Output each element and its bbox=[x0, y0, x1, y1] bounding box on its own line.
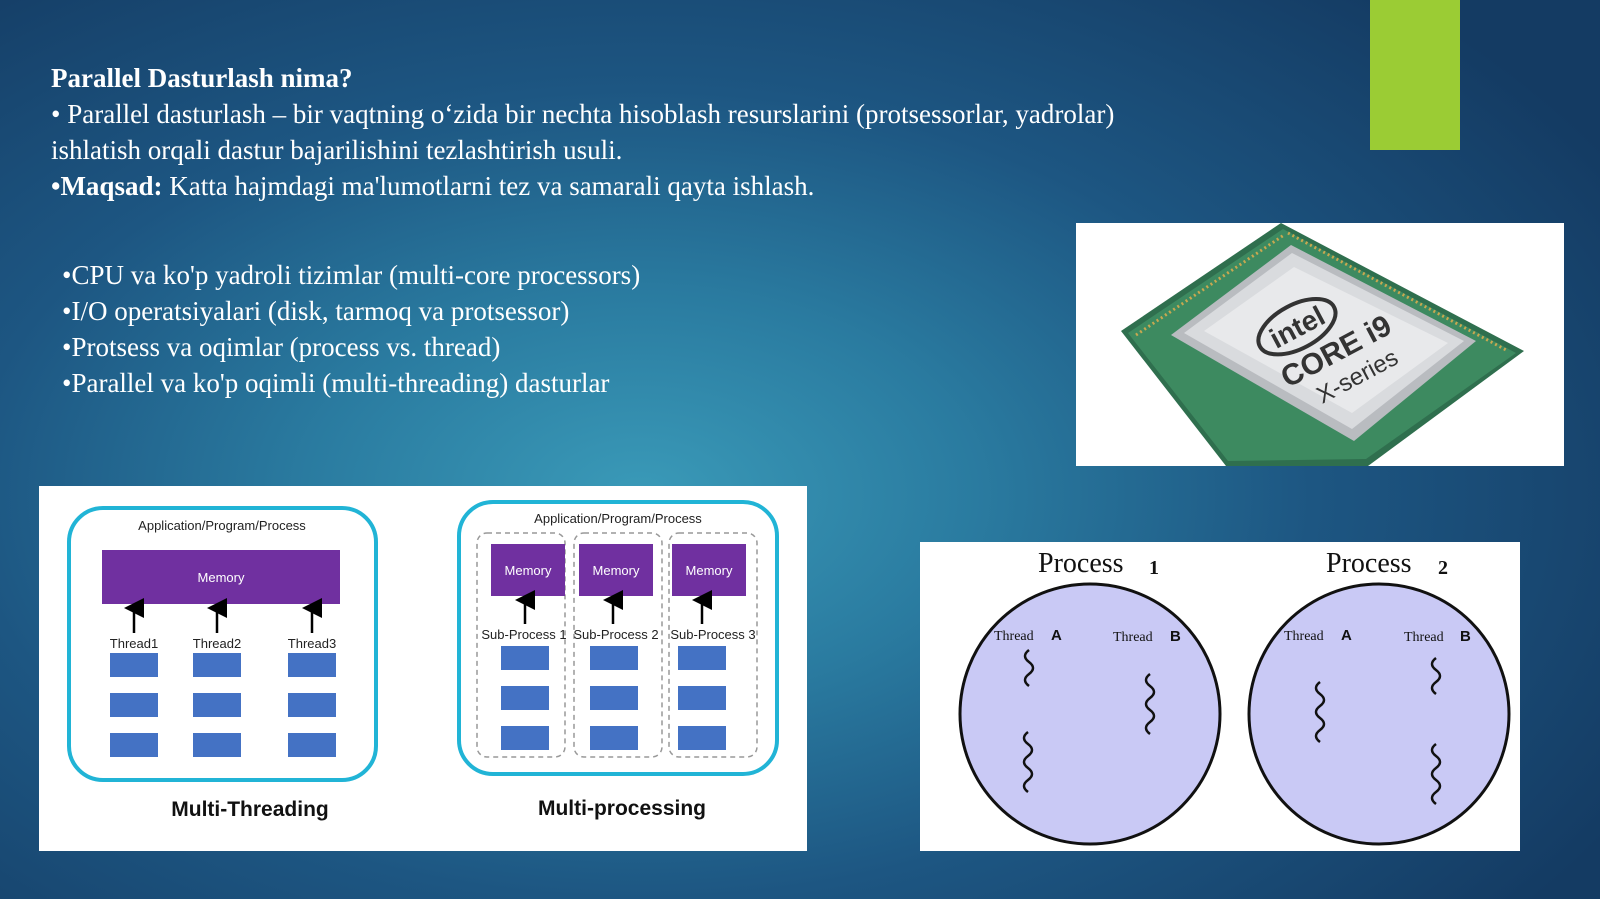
subprocess-column: Memory Sub-Process 2 bbox=[573, 532, 663, 758]
thread-name: Thread bbox=[1113, 630, 1153, 645]
threading-box-title: Application/Program/Process bbox=[138, 518, 306, 533]
threading-caption: Multi-Threading bbox=[171, 798, 328, 821]
thread-label: Thread3 bbox=[288, 636, 336, 651]
slide-heading: Parallel Dasturlash nima? bbox=[51, 63, 353, 93]
thread-squiggle bbox=[1144, 673, 1156, 735]
subprocess-memory-label: Memory bbox=[505, 563, 552, 578]
thread-name: Thread bbox=[1404, 630, 1444, 645]
threading-memory-label: Memory bbox=[198, 570, 245, 585]
thread-letter: A bbox=[1341, 627, 1352, 644]
topic-item: •Parallel va ko'p oqimli (multi-threadin… bbox=[62, 368, 610, 398]
intro-text: Parallel Dasturlash nima? • Parallel das… bbox=[51, 60, 1131, 204]
process-number: 1 bbox=[1149, 557, 1159, 579]
process-threads-diagram: Process 1 Thread A Thread B Process 2 Th… bbox=[920, 542, 1520, 851]
thread-squiggle bbox=[1022, 731, 1034, 793]
thread-squiggle bbox=[1430, 743, 1442, 805]
thread-label: Thread2 bbox=[193, 636, 241, 651]
topic-item: •I/O operatsiyalari (disk, tarmoq va pro… bbox=[62, 296, 570, 326]
goal-text: •Maqsad: Katta hajmdagi ma'lumotlarni te… bbox=[51, 168, 1131, 204]
definition-text: • Parallel dasturlash – bir vaqtning o‘z… bbox=[51, 99, 1115, 165]
threading-processing-svg: Application/Program/Process Memory Threa… bbox=[67, 500, 779, 821]
subprocess-label: Sub-Process 2 bbox=[573, 627, 658, 642]
topic-list: •CPU va ko'p yadroli tizimlar (multi-cor… bbox=[62, 257, 640, 401]
thread-letter: A bbox=[1051, 627, 1062, 644]
process-circle bbox=[1247, 582, 1511, 846]
thread-name: Thread bbox=[1284, 629, 1324, 644]
subprocess-label: Sub-Process 3 bbox=[670, 627, 755, 642]
topic-item: •CPU va ko'p yadroli tizimlar (multi-cor… bbox=[62, 260, 641, 290]
process-group: Process 2 Thread A Thread B bbox=[1247, 548, 1511, 846]
process-title: Process bbox=[1038, 548, 1124, 579]
threading-memory-block bbox=[102, 550, 340, 604]
accent-bar bbox=[1370, 0, 1460, 150]
subprocess-column: Memory Sub-Process 1 bbox=[476, 532, 567, 758]
subprocess-memory-label: Memory bbox=[686, 563, 733, 578]
thread-name: Thread bbox=[994, 629, 1034, 644]
process-title: Process bbox=[1326, 548, 1412, 579]
thread-squiggle bbox=[1314, 681, 1326, 743]
processing-box-title: Application/Program/Process bbox=[534, 511, 702, 526]
thread-squiggle bbox=[1023, 649, 1035, 687]
subprocess-label: Sub-Process 1 bbox=[481, 627, 566, 642]
goal-label: •Maqsad: bbox=[51, 171, 163, 201]
thread-letter: B bbox=[1170, 628, 1181, 645]
processing-caption: Multi-processing bbox=[538, 797, 706, 820]
threading-vs-processing-diagram: Application/Program/Process Memory Threa… bbox=[39, 486, 807, 851]
intel-logo-ring bbox=[1256, 297, 1338, 357]
process-circle bbox=[958, 582, 1222, 846]
thread-column: Thread3 bbox=[288, 598, 336, 757]
process-number: 2 bbox=[1438, 557, 1448, 579]
thread-label: Thread1 bbox=[110, 636, 158, 651]
process-threads-svg: Process 1 Thread A Thread B Process 2 Th… bbox=[958, 548, 1511, 846]
thread-squiggle bbox=[1430, 657, 1442, 695]
thread-column: Thread1 bbox=[110, 598, 158, 757]
subprocess-memory-label: Memory bbox=[593, 563, 640, 578]
thread-column: Thread2 bbox=[193, 598, 241, 757]
processing-frame bbox=[457, 500, 779, 776]
topic-item: •Protsess va oqimlar (process vs. thread… bbox=[62, 332, 501, 362]
threading-frame bbox=[67, 506, 378, 782]
goal-body: Katta hajmdagi ma'lumotlarni tez va sama… bbox=[162, 171, 815, 201]
subprocess-column: Memory Sub-Process 3 bbox=[668, 532, 758, 758]
cpu-chip-illustration: intel CORE i9 X-series bbox=[1121, 223, 1524, 466]
thread-letter: B bbox=[1460, 628, 1471, 645]
cpu-image: intel CORE i9 X-series bbox=[1076, 223, 1564, 466]
process-group: Process 1 Thread A Thread B bbox=[958, 548, 1222, 846]
